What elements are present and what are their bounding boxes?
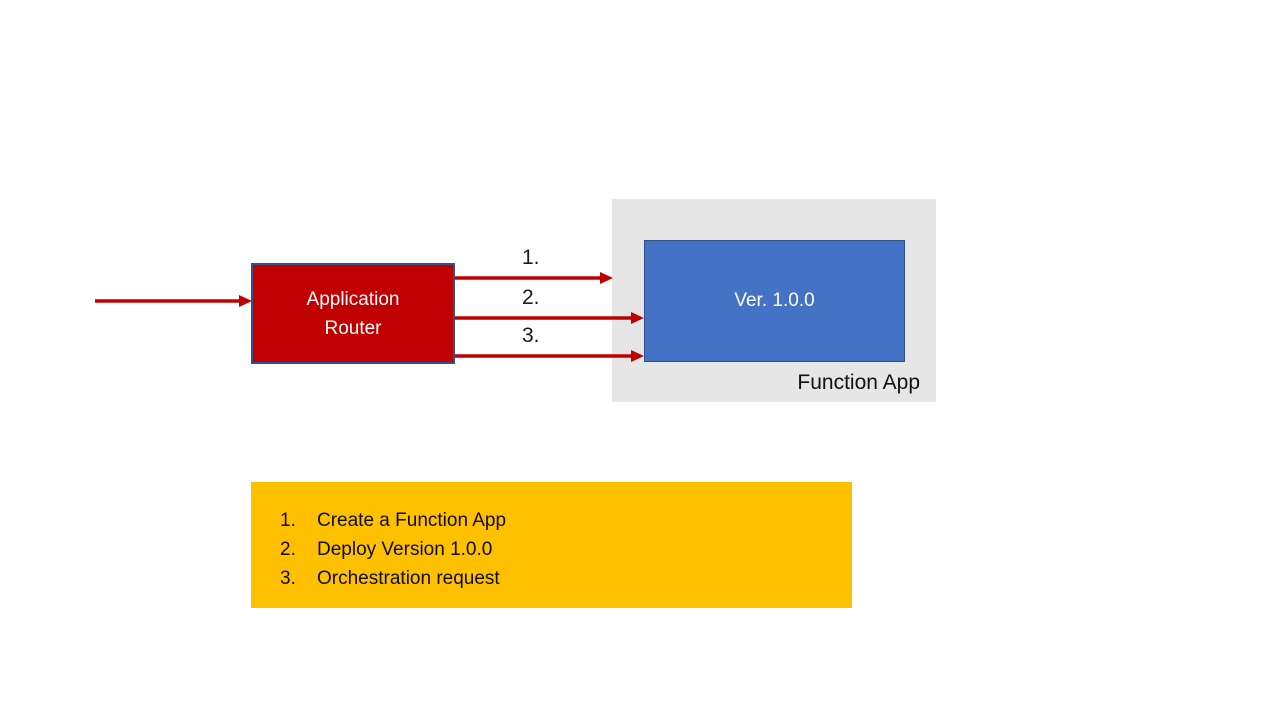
arrow-2-label: 2. xyxy=(522,286,540,309)
function-app-group: Ver. 1.0.0 Function App xyxy=(612,199,936,402)
legend-item-2: 2. Deploy Version 1.0.0 xyxy=(280,535,842,564)
legend-item-1-text: Create a Function App xyxy=(317,510,507,531)
legend-item-1-number: 1. xyxy=(280,510,296,531)
version-box: Ver. 1.0.0 xyxy=(644,240,905,362)
function-app-label: Function App xyxy=(797,371,920,394)
arrow-1 xyxy=(455,272,613,284)
legend-item-3: 3. Orchestration request xyxy=(280,564,842,593)
legend-box: 1. Create a Function App 2. Deploy Versi… xyxy=(251,482,852,608)
legend-item-1: 1. Create a Function App xyxy=(280,506,842,535)
legend-item-3-text: Orchestration request xyxy=(317,568,500,589)
incoming-arrow xyxy=(95,295,252,307)
application-router-label: Application Router xyxy=(306,288,400,339)
arrow-3-label: 3. xyxy=(522,324,540,347)
version-label: Ver. 1.0.0 xyxy=(734,290,815,311)
legend-item-3-number: 3. xyxy=(280,568,296,589)
legend-item-2-text: Deploy Version 1.0.0 xyxy=(317,539,493,560)
arrow-1-label: 1. xyxy=(522,246,540,269)
application-router-box: Application Router xyxy=(251,263,455,364)
legend-item-2-number: 2. xyxy=(280,539,296,560)
